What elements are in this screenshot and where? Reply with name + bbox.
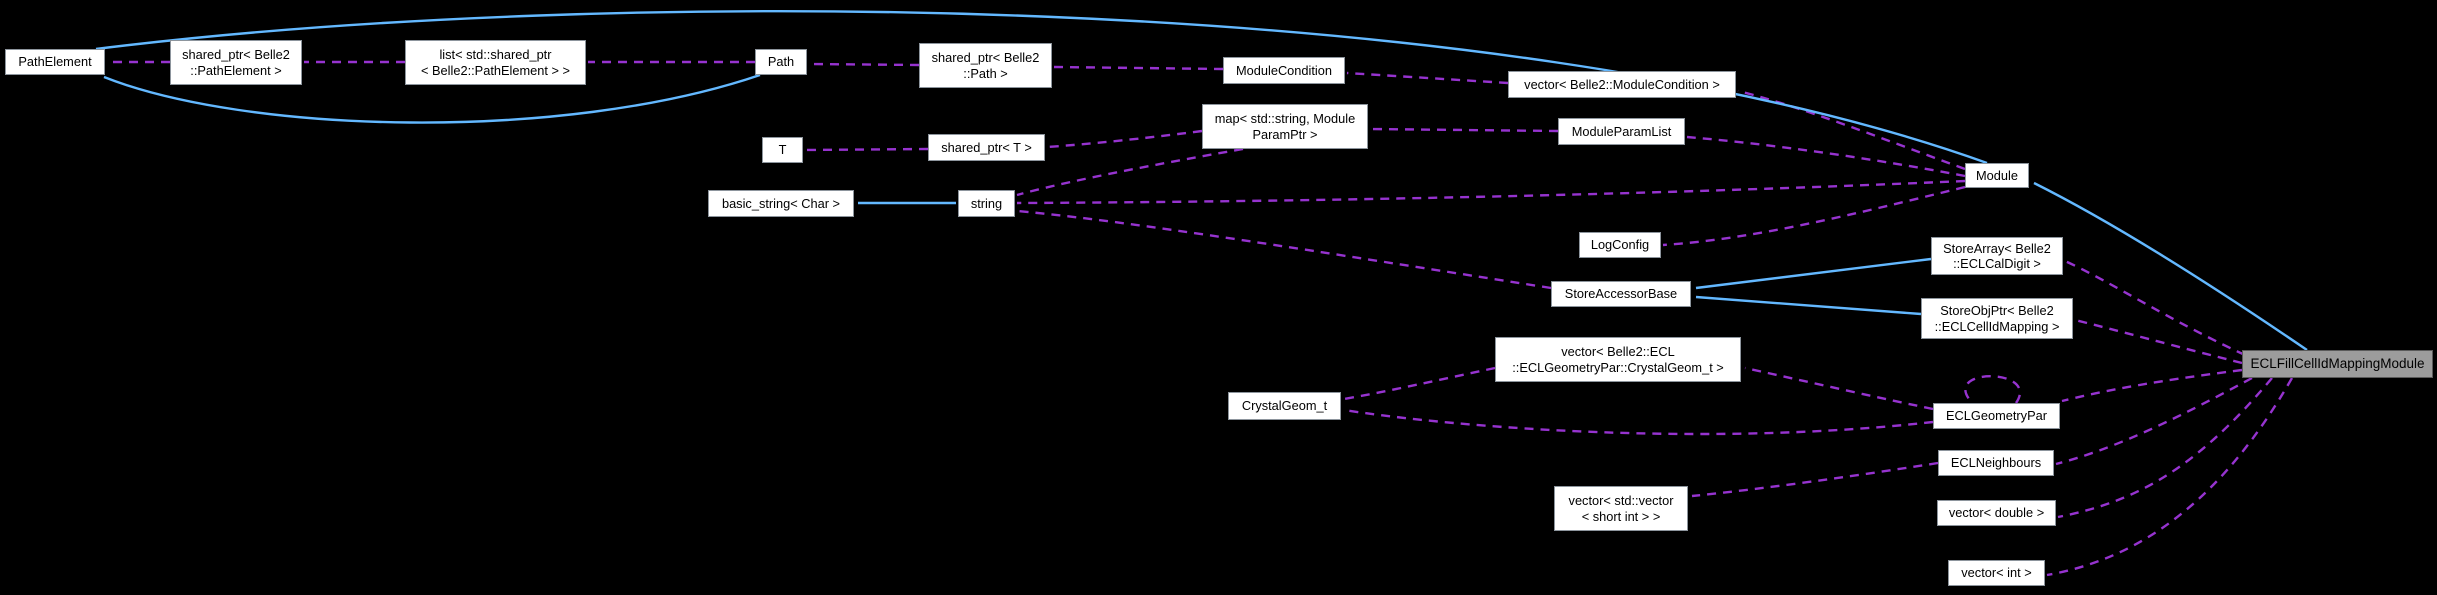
node-label: CrystalGeom_t (1241, 398, 1328, 414)
node-label: ECLNeighbours (1950, 455, 2042, 471)
edge-shared-ptr-t--t (804, 147, 929, 152)
node-vector-vector-short-int[interactable]: vector< std::vector < short int > > (1554, 486, 1688, 531)
edge-map-string-moduleparamptr--shared-ptr-t (1046, 129, 1203, 149)
node-label: ModuleCondition (1235, 62, 1333, 78)
edge-eclfillcellidmappingmodule--eclgeometrypar (2061, 368, 2243, 403)
node-logconfig[interactable]: LogConfig (1579, 232, 1661, 258)
node-label: StoreAccessorBase (1564, 286, 1678, 302)
node-string[interactable]: string (958, 190, 1015, 217)
edge-eclfillcellidmappingmodule--storearray-eclcaldigit (2064, 259, 2246, 357)
edge-eclgeometrypar--eclgeometrypar (1964, 375, 2021, 404)
edge-shared-ptr-path--path (808, 62, 920, 67)
edge-eclneighbours--vector-vector-short-int (1691, 461, 1939, 498)
node-t[interactable]: T (762, 137, 803, 163)
node-label: shared_ptr< T > (941, 139, 1032, 155)
node-label: ECLFillCellIdMappingModule (2250, 356, 2425, 372)
node-storearray-eclcaldigit[interactable]: StoreArray< Belle2 ::ECLCalDigit > (1931, 237, 2063, 275)
node-pathelement[interactable]: PathElement (5, 49, 105, 75)
node-basic-string-char[interactable]: basic_string< Char > (708, 190, 854, 217)
edge-storearray-eclcaldigit--storeaccessorbase (1695, 257, 1932, 290)
edge-map-string-moduleparamptr--string (1016, 147, 1244, 197)
edge-vector-modulecondition--modulecondition (1346, 71, 1509, 85)
node-shared-ptr-pathelement[interactable]: shared_ptr< Belle2 ::PathElement > (170, 40, 302, 85)
edge-eclfillcellidmappingmodule--module (2033, 181, 2308, 351)
node-label: ECLGeometryPar (1946, 408, 2047, 424)
node-label: StoreObjPtr< Belle2 ::ECLCellIdMapping > (1934, 303, 2060, 334)
node-vector-modulecondition[interactable]: vector< Belle2::ModuleCondition > (1508, 71, 1736, 98)
edge-eclfillcellidmappingmodule--storeobjptr-eclcellidmapping (2074, 318, 2243, 365)
node-label: string (970, 195, 1003, 211)
edge-storeobjptr-eclcellidmapping--storeaccessorbase (1695, 295, 1922, 316)
edge-vector-crystalgeom--crystalgeom-t (1343, 366, 1496, 401)
node-module[interactable]: Module (1965, 163, 2029, 188)
node-label: T (778, 142, 787, 158)
node-moduleparamlist[interactable]: ModuleParamList (1558, 118, 1685, 145)
node-shared-ptr-t[interactable]: shared_ptr< T > (928, 134, 1045, 161)
node-eclfillcellidmappingmodule[interactable]: ECLFillCellIdMappingModule (2242, 350, 2433, 378)
node-modulecondition[interactable]: ModuleCondition (1223, 57, 1345, 84)
node-label: PathElement (18, 54, 92, 70)
edges-group (95, 10, 2308, 577)
node-path[interactable]: Path (755, 49, 807, 75)
node-label: vector< Belle2::ModuleCondition > (1524, 76, 1720, 92)
node-label: Path (767, 54, 795, 70)
node-vector-int[interactable]: vector< int > (1948, 560, 2045, 586)
node-shared-ptr-path[interactable]: shared_ptr< Belle2 ::Path > (919, 43, 1052, 88)
node-label: list< std::shared_ptr < Belle2::PathElem… (420, 47, 571, 78)
node-crystalgeom-t[interactable]: CrystalGeom_t (1228, 392, 1341, 420)
node-vector-double[interactable]: vector< double > (1937, 500, 2056, 526)
node-label: StoreArray< Belle2 ::ECLCalDigit > (1943, 240, 2051, 272)
node-label: LogConfig (1590, 237, 1650, 253)
node-storeobjptr-eclcellidmapping[interactable]: StoreObjPtr< Belle2 ::ECLCellIdMapping > (1921, 298, 2073, 339)
node-label: Module (1976, 167, 2018, 183)
edge-path--pathelement (103, 73, 761, 124)
edge-eclfillcellidmappingmodule--vector-int (2046, 377, 2294, 577)
node-label: map< std::string, Module ParamPtr > (1214, 111, 1356, 142)
edge-eclgeometrypar--vector-crystalgeom (1744, 366, 1934, 411)
edge-storeaccessorbase--string (1016, 209, 1552, 290)
edge-eclfillcellidmappingmodule--eclneighbours (2055, 376, 2253, 466)
node-label: basic_string< Char > (721, 195, 841, 211)
node-label: vector< int > (1961, 565, 2032, 581)
node-label: shared_ptr< Belle2 ::Path > (931, 50, 1040, 81)
edge-module--vector-modulecondition (1737, 89, 1966, 171)
node-eclneighbours[interactable]: ECLNeighbours (1938, 450, 2054, 476)
edge-module--moduleparamlist (1686, 135, 1966, 178)
edge-module--logconfig (1662, 185, 1966, 247)
node-vector-crystalgeom[interactable]: vector< Belle2::ECL ::ECLGeometryPar::Cr… (1495, 337, 1741, 382)
edge-eclfillcellidmappingmodule--vector-double (2057, 377, 2273, 519)
node-label: vector< std::vector < short int > > (1568, 493, 1674, 524)
node-list-shared-ptr-pathelement[interactable]: list< std::shared_ptr < Belle2::PathElem… (405, 40, 586, 85)
edge-modulecondition--shared-ptr-path (1053, 65, 1224, 71)
node-map-string-moduleparamptr[interactable]: map< std::string, Module ParamPtr > (1202, 104, 1368, 149)
edge-moduleparamlist--map-string-moduleparamptr (1369, 127, 1559, 133)
node-eclgeometrypar[interactable]: ECLGeometryPar (1933, 403, 2060, 429)
node-label: ModuleParamList (1571, 123, 1672, 139)
edge-eclgeometrypar--crystalgeom-t (1343, 408, 1934, 436)
node-label: vector< Belle2::ECL ::ECLGeometryPar::Cr… (1512, 344, 1724, 375)
node-label: shared_ptr< Belle2 ::PathElement > (182, 47, 290, 78)
node-label: vector< double > (1948, 505, 2045, 521)
edge-module--pathelement (95, 10, 1988, 165)
edge-module--string (1016, 179, 1966, 205)
node-storeaccessorbase[interactable]: StoreAccessorBase (1551, 281, 1691, 307)
